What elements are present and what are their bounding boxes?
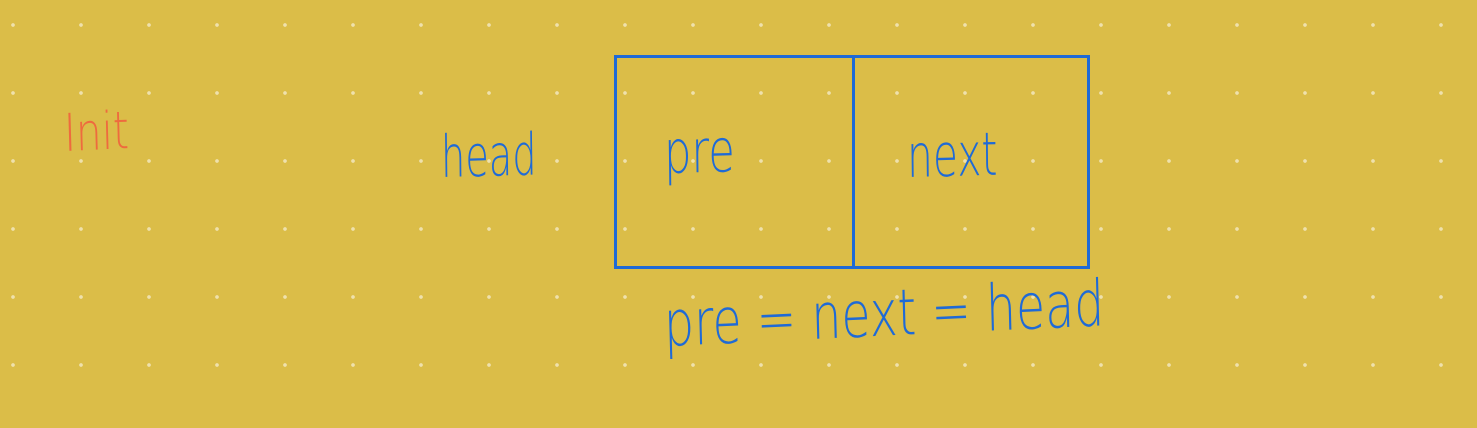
node-cell-pre: pre — [617, 58, 855, 266]
list-node-box: pre next — [614, 55, 1090, 269]
init-title: Init — [63, 101, 130, 164]
assignment-equation: pre = next = head — [663, 267, 1106, 362]
node-field-pre-label: pre — [663, 116, 736, 188]
head-label: head — [440, 120, 537, 191]
node-cell-next: next — [855, 58, 1087, 266]
node-field-next-label: next — [906, 119, 998, 192]
